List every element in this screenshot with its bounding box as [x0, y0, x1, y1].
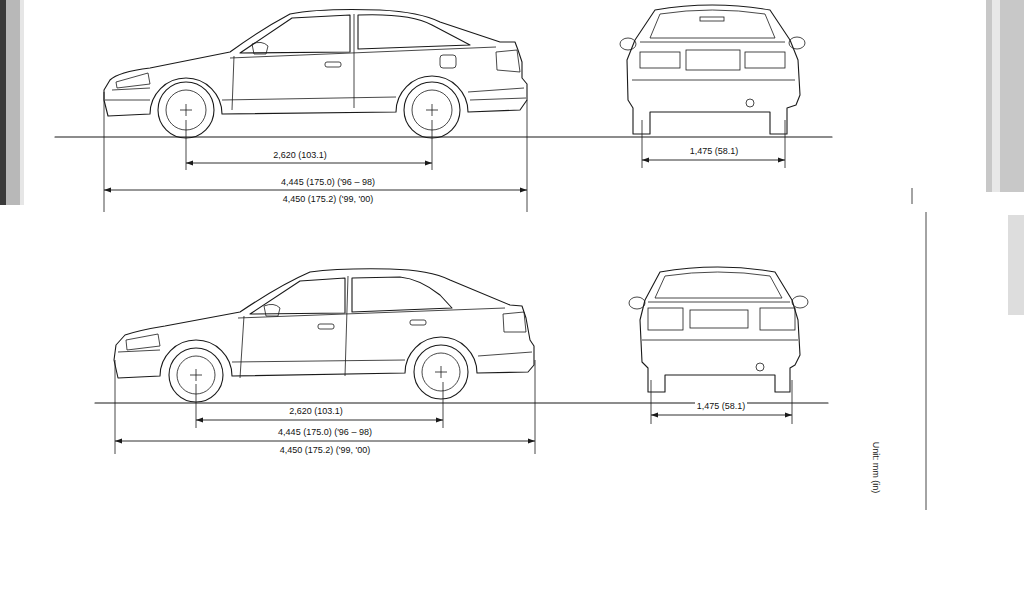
sedan-side-view [503, 312, 526, 332]
ground-line [55, 136, 832, 137]
coupe-rear-view [642, 120, 643, 168]
coupe-rear-view [650, 10, 775, 38]
scan-edge [992, 0, 1000, 192]
scan-edge [926, 212, 927, 510]
sedan-rear-view [642, 340, 798, 341]
sedan-side-view [238, 308, 505, 318]
coupe-side-view [354, 14, 355, 108]
sedan-rear-view [648, 302, 790, 303]
dimension-line [535, 360, 536, 454]
coupe-rear-view [627, 5, 800, 134]
scan-edge [0, 0, 6, 205]
dimension-label: 4,450 (175.2) ('99, '00) [281, 194, 376, 205]
coupe-rear-view [686, 50, 740, 70]
scan-edge [20, 0, 24, 205]
dimension-line [104, 190, 527, 191]
dimension-line [443, 382, 444, 428]
dimension-label: 4,445 (175.0) ('96 – 98) [279, 177, 377, 188]
dimension-line [115, 441, 535, 442]
unit-note: Unit: mm (in) [871, 439, 882, 495]
sedan-rear-view [792, 380, 793, 424]
dimension-line [104, 92, 105, 212]
sedan-side-view [190, 366, 447, 381]
sedan-side-view [410, 320, 426, 325]
sedan-side-view [114, 269, 534, 402]
scan-edge [986, 0, 1024, 192]
coupe-rear-view [745, 52, 785, 68]
coupe-side-view [496, 50, 520, 72]
scan-edge [1008, 215, 1024, 315]
coupe-side-view [325, 62, 341, 67]
sedan-side-view [264, 304, 280, 316]
coupe-side-view [240, 15, 350, 53]
dimension-line [196, 420, 443, 421]
sedan-rear-view [629, 297, 645, 309]
sedan-rear-view [629, 267, 808, 424]
coupe-side-view [440, 55, 456, 68]
dimension-line [115, 360, 535, 454]
coupe-side-view [252, 42, 268, 54]
dimension-label: 1,475 (58.1) [695, 401, 748, 412]
sedan-side-view [352, 277, 452, 312]
sedan-rear-view [690, 310, 748, 328]
sedan-rear-view [640, 267, 800, 392]
scan-edge [6, 0, 20, 205]
scan-edge [0, 0, 1024, 510]
coupe-rear-view [640, 42, 785, 43]
sedan-side-view [114, 269, 534, 378]
coupe-side-view [180, 104, 438, 116]
dimension-line [651, 415, 792, 416]
coupe-rear-view [640, 52, 680, 68]
coupe-side-view [105, 98, 526, 100]
coupe-rear-view [620, 5, 805, 168]
dimension-line [115, 360, 116, 454]
dimension-line [432, 120, 433, 170]
sedan-rear-view [655, 272, 782, 298]
coupe-side-view [232, 56, 234, 110]
dimension-label: 1,475 (58.1) [688, 146, 741, 157]
coupe-rear-view [632, 80, 795, 81]
coupe-rear-view [789, 37, 805, 49]
coupe-rear-view [785, 120, 786, 168]
dimension-label: 4,450 (175.2) ('99, '00) [278, 445, 373, 456]
sedan-side-view [318, 324, 334, 329]
coupe-side-view [358, 15, 470, 49]
coupe-rear-view [620, 38, 636, 50]
sedan-rear-view [651, 380, 652, 424]
sedan-side-view [240, 316, 244, 378]
dimension-line [642, 160, 785, 161]
dimension-line [104, 92, 527, 212]
sedan-rear-view [792, 296, 808, 308]
sedan-rear-view [648, 308, 683, 330]
coupe-side-view [104, 10, 527, 139]
coupe-rear-view [700, 17, 724, 21]
dimension-line [186, 120, 187, 170]
sedan-rear-view [760, 308, 795, 330]
coupe-side-view [116, 73, 150, 88]
scan-edge [912, 188, 913, 204]
sedan-side-view [118, 350, 532, 362]
dimension-line [196, 384, 197, 428]
coupe-rear-view [746, 99, 754, 107]
coupe-side-view [104, 10, 527, 117]
dimension-label: 2,620 (103.1) [271, 150, 329, 161]
dimension-line [527, 100, 528, 212]
dimension-label: 4,445 (175.0) ('96 – 98) [276, 427, 374, 438]
dimension-line [186, 163, 432, 164]
ground-line [55, 137, 832, 403]
sedan-rear-view [756, 363, 764, 371]
sedan-side-view [126, 334, 160, 350]
dimension-label: 2,620 (103.1) [287, 406, 345, 417]
